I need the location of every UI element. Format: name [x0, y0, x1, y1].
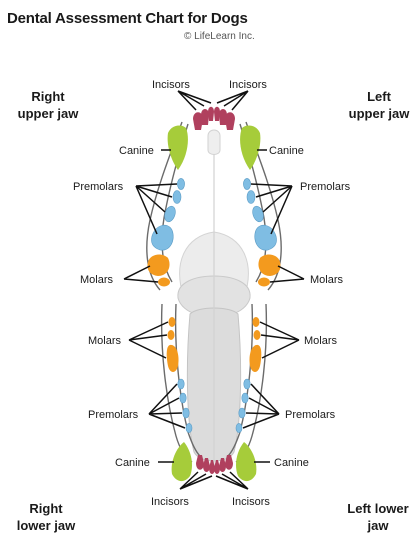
tooth-upper-left-premolar[interactable] — [243, 178, 250, 189]
tooth-lower-right-premolar[interactable] — [186, 423, 192, 432]
upper-incisors — [193, 107, 235, 130]
tooth-upper-incisor[interactable] — [208, 107, 214, 121]
tooth-lower-left-premolar[interactable] — [236, 423, 242, 432]
label-lower-left-canine: Canine — [274, 457, 309, 469]
label-lower-right-premolars: Premolars — [88, 409, 139, 421]
label-lower-right-molars: Molars — [88, 335, 122, 347]
label-lower-right-canine: Canine — [115, 457, 150, 469]
tooth-lower-right-premolar[interactable] — [180, 393, 186, 403]
tooth-upper-left-premolar[interactable] — [251, 205, 265, 223]
tooth-lower-right-premolar[interactable] — [183, 408, 189, 418]
label-upper-right-incisors: Incisors — [152, 79, 190, 91]
tooth-upper-left-molar[interactable] — [258, 278, 270, 287]
label-upper-left-premolars: Premolars — [300, 181, 351, 193]
label-lower-left-incisors: Incisors — [232, 496, 270, 508]
tooth-lower-right-premolar[interactable] — [178, 379, 184, 389]
tooth-lower-right-canine[interactable] — [172, 442, 192, 481]
tooth-upper-right-premolar[interactable] — [177, 178, 184, 189]
label-upper-left-canine: Canine — [269, 145, 304, 157]
tooth-upper-right-molar[interactable] — [158, 278, 170, 287]
tooth-lower-left-premolar[interactable] — [242, 393, 248, 403]
label-upper-right-molars: Molars — [80, 274, 114, 286]
tooth-upper-right-canine[interactable] — [168, 125, 188, 170]
tooth-upper-right-premolar[interactable] — [163, 205, 177, 223]
tooth-lower-left-molar[interactable] — [253, 317, 260, 327]
tooth-upper-left-premolar[interactable] — [247, 191, 255, 204]
tooth-upper-left-canine[interactable] — [240, 125, 260, 170]
tooth-upper-incisor[interactable] — [225, 112, 235, 130]
label-lower-right-incisors: Incisors — [151, 496, 189, 508]
tooth-upper-right-premolar[interactable] — [173, 191, 181, 204]
palate — [178, 130, 250, 468]
tooth-lower-left-canine[interactable] — [236, 442, 256, 481]
label-upper-left-molars: Molars — [310, 274, 344, 286]
tooth-lower-left-molar[interactable] — [254, 330, 261, 340]
label-upper-right-premolars: Premolars — [73, 181, 124, 193]
tooth-lower-right-molar[interactable] — [168, 330, 175, 340]
tooth-lower-left-premolar[interactable] — [239, 408, 245, 418]
tooth-lower-right-molar[interactable] — [169, 317, 176, 327]
tooth-upper-incisor[interactable] — [201, 109, 209, 125]
tooth-lower-left-premolar[interactable] — [244, 379, 250, 389]
label-upper-left-incisors: Incisors — [229, 79, 267, 91]
tooth-upper-right-molar[interactable] — [147, 255, 169, 276]
label-upper-right-canine: Canine — [119, 145, 154, 157]
label-lower-left-premolars: Premolars — [285, 409, 336, 421]
tooth-upper-left-molar[interactable] — [258, 255, 280, 276]
label-lower-left-molars: Molars — [304, 335, 338, 347]
